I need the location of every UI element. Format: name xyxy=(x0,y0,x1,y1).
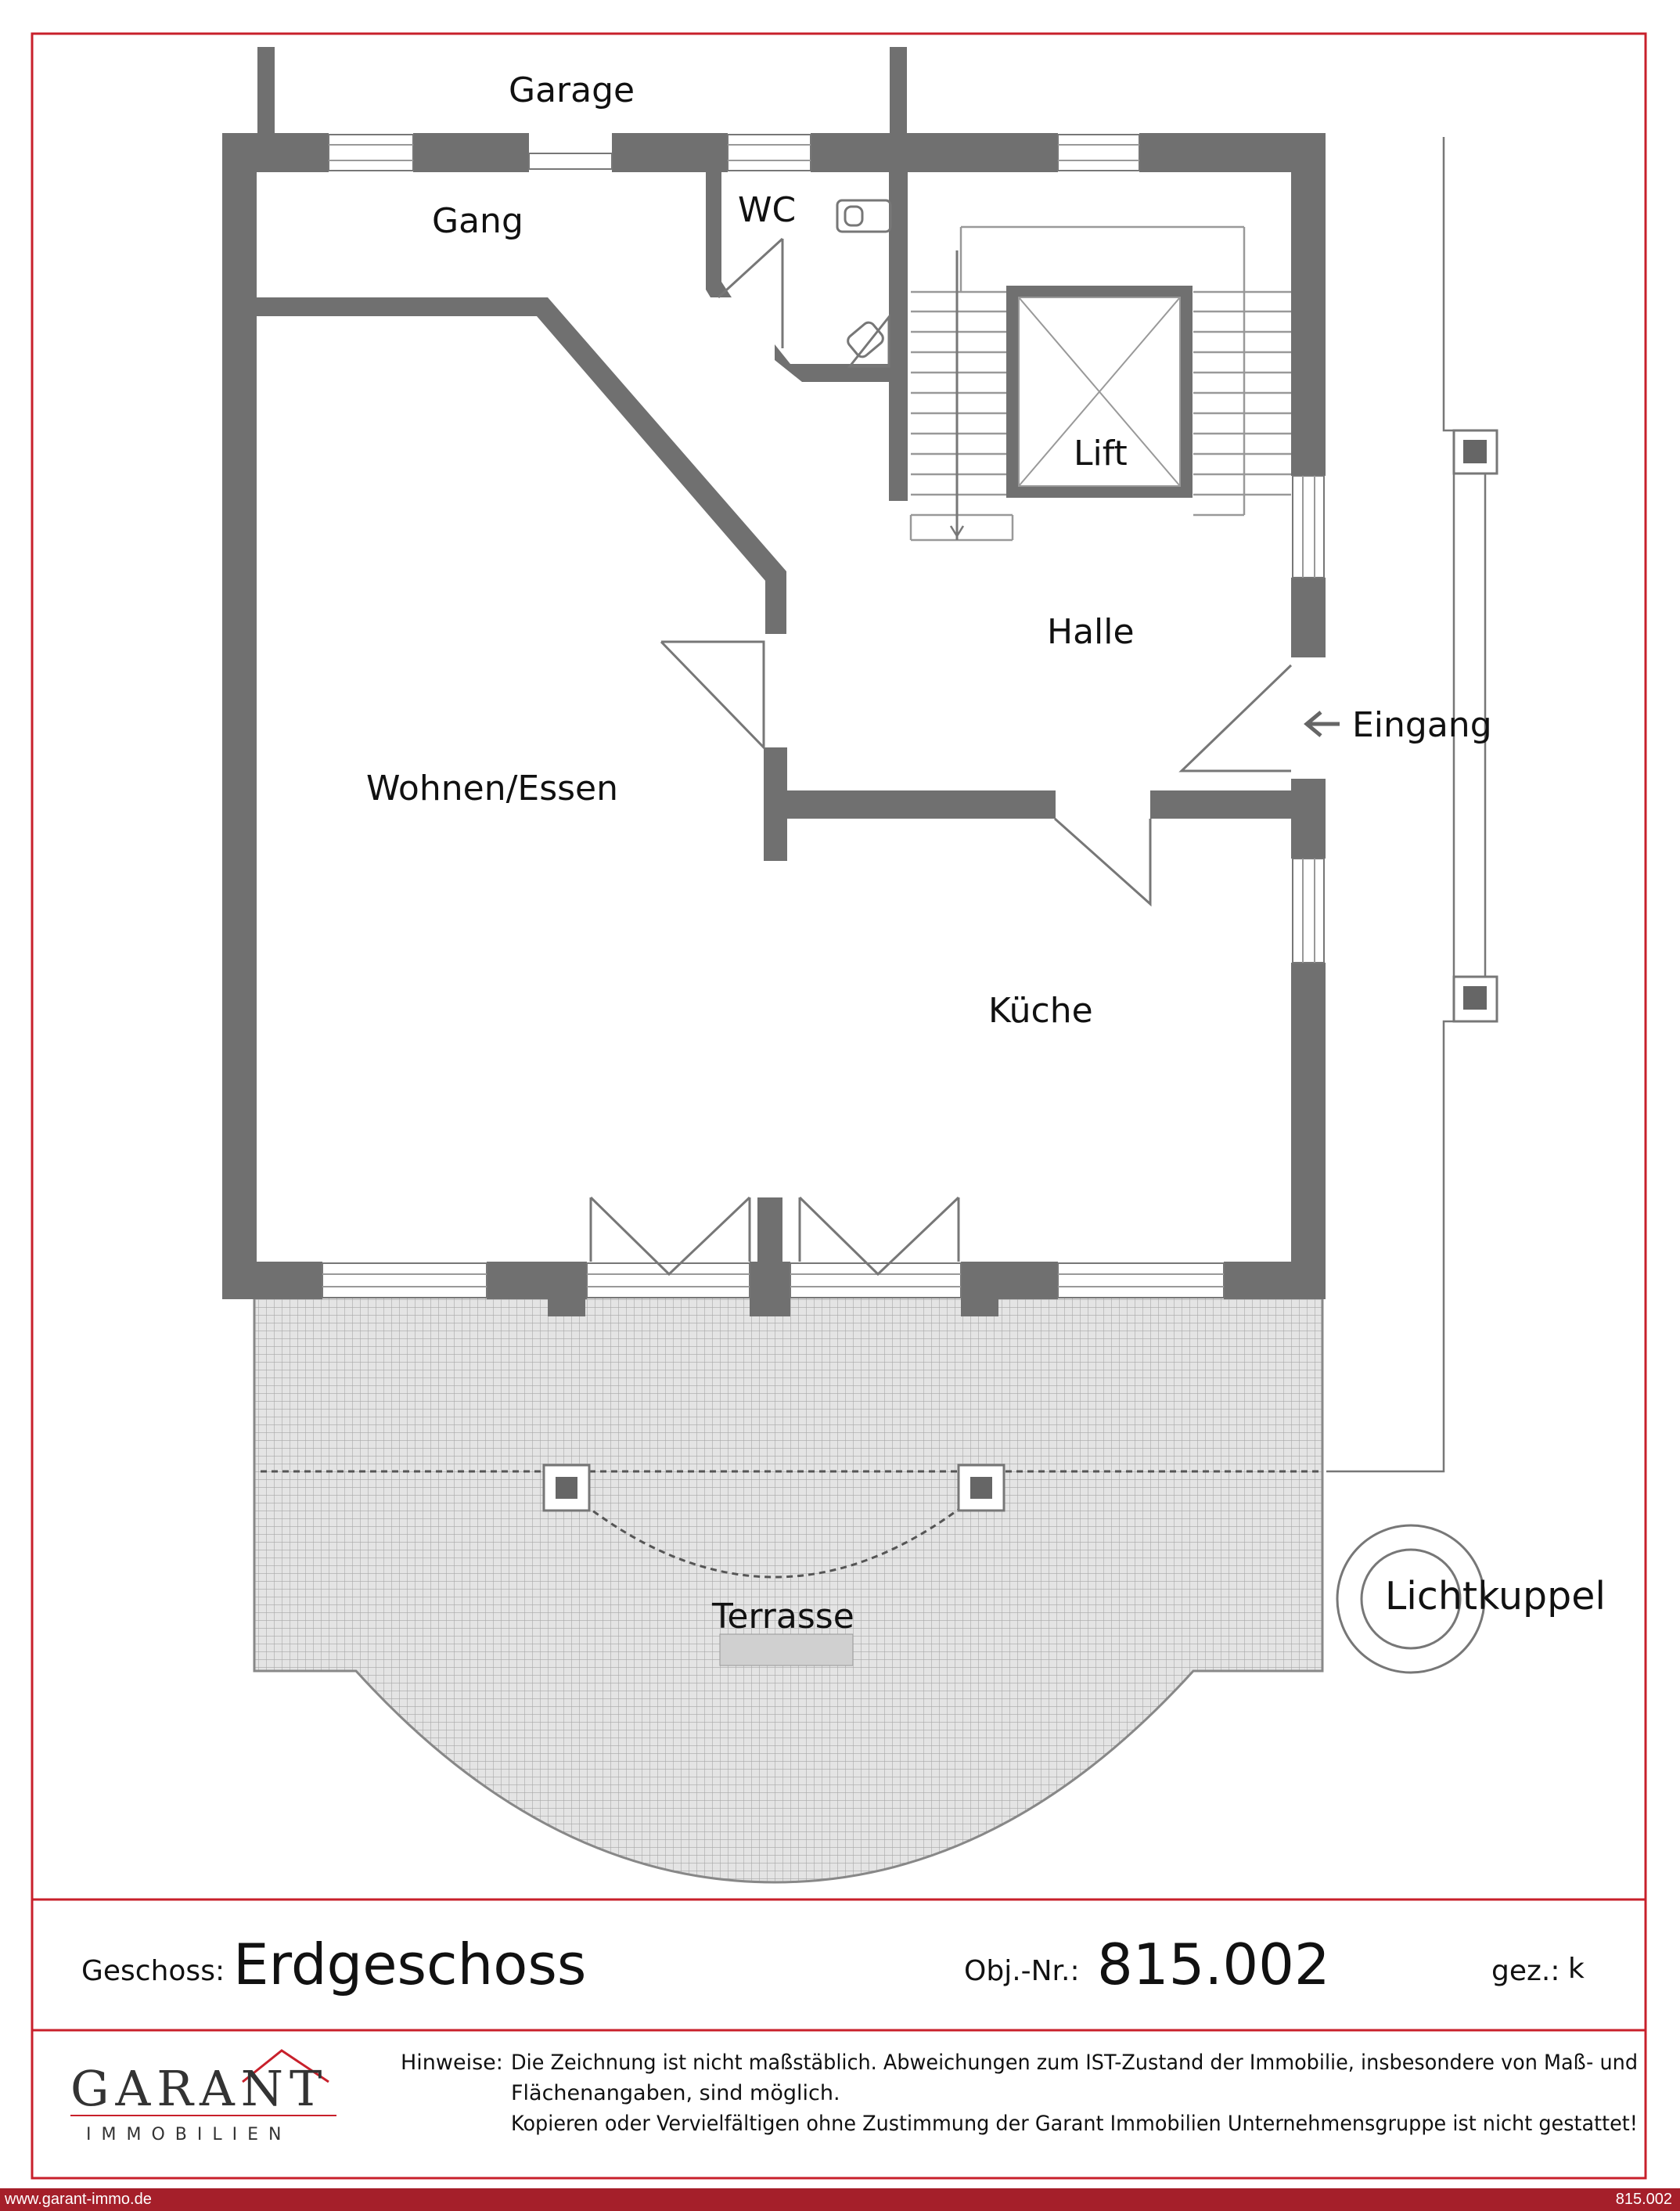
outer-boundary-line xyxy=(1326,137,1487,1473)
bottom-bar-number: 815.002 xyxy=(1615,2191,1672,2208)
column-bottom xyxy=(1452,975,1498,1023)
doors xyxy=(589,640,1293,1277)
staircase xyxy=(909,225,1291,542)
entrance-arrow-icon xyxy=(1304,711,1340,737)
terrace-column-right xyxy=(957,1464,1005,1512)
label-wohnen-essen: Wohnen/Essen xyxy=(366,769,618,808)
gez-label: gez.: xyxy=(1491,1955,1559,1987)
column-top xyxy=(1452,429,1498,475)
geschoss-value: Erdgeschoss xyxy=(233,1932,586,1997)
garage-wall-left xyxy=(257,47,275,141)
label-gang: Gang xyxy=(432,201,523,241)
skylight-icon xyxy=(1336,1524,1486,1674)
page-frame xyxy=(31,32,1647,2180)
terrace-column-left xyxy=(542,1464,591,1512)
terrace-mat xyxy=(719,1633,854,1666)
geschoss-label: Geschoss: xyxy=(81,1955,225,1987)
obj-value: 815.002 xyxy=(1097,1932,1330,1997)
label-eingang: Eingang xyxy=(1352,705,1492,745)
windows xyxy=(322,134,1325,1298)
bottom-bar: www.garant-immo.de 815.002 xyxy=(0,2188,1680,2211)
lift-shaft xyxy=(1006,286,1193,498)
label-terrasse: Terrasse xyxy=(711,1597,854,1637)
hinweise-label: Hinweise: xyxy=(401,2051,503,2075)
terrace-dashed-arc xyxy=(567,1489,983,1579)
hinweise-line-1: Die Zeichnung ist nicht maßstäblich. Abw… xyxy=(511,2051,1638,2075)
garage-wall-right xyxy=(890,47,907,141)
terrace-area xyxy=(253,1295,1324,1884)
hinweise-line-2: Flächenangaben, sind möglich. xyxy=(511,2081,840,2105)
gez-value: k xyxy=(1568,1953,1585,1985)
label-lift: Lift xyxy=(1074,434,1128,474)
logo-main-text: GARANT xyxy=(70,2060,328,2117)
hinweise-line-3: Kopieren oder Vervielfältigen ohne Zusti… xyxy=(511,2112,1638,2136)
wc-fixtures xyxy=(717,199,892,368)
label-garage: Garage xyxy=(509,70,635,110)
website-link[interactable]: www.garant-immo.de xyxy=(5,2191,152,2208)
label-kueche: Küche xyxy=(988,991,1093,1031)
logo-sub-text: IMMOBILIEN xyxy=(86,2125,291,2144)
window-lines xyxy=(322,144,1315,1287)
interior-walls xyxy=(257,168,1299,861)
obj-label: Obj.-Nr.: xyxy=(964,1955,1080,1987)
label-halle: Halle xyxy=(1047,612,1135,652)
label-lichtkuppel: Lichtkuppel xyxy=(1385,1574,1606,1619)
garant-logo: GARANT IMMOBILIEN xyxy=(70,2049,336,2144)
label-wc: WC xyxy=(738,190,796,230)
